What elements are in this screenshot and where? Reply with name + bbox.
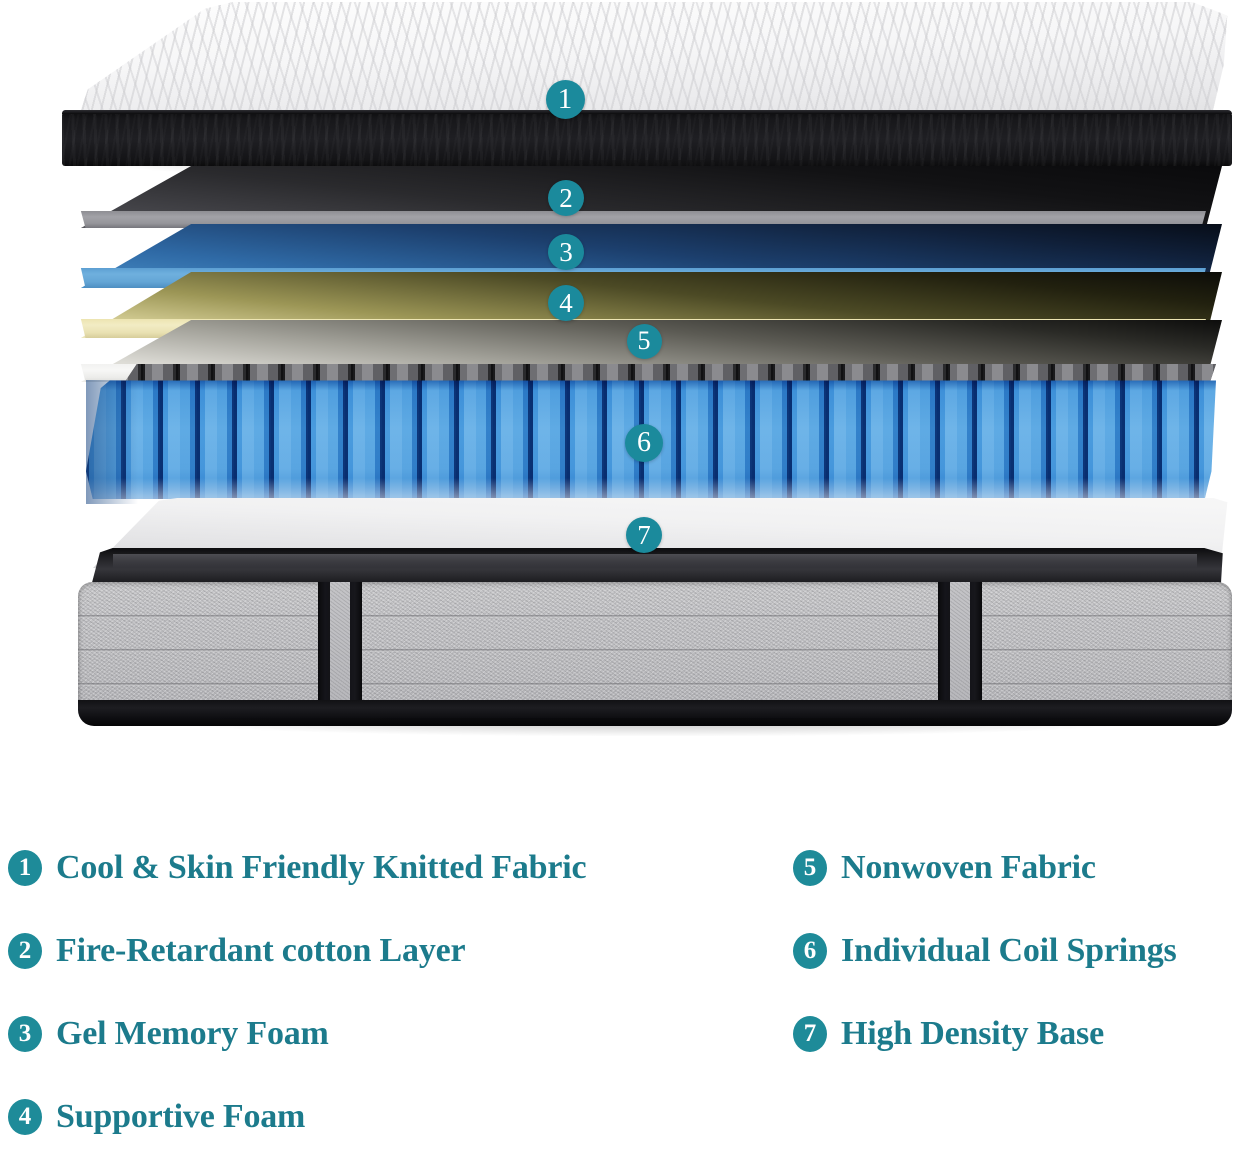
legend-label-6: Individual Coil Springs	[841, 931, 1177, 969]
callout-badge-7: 7	[626, 517, 662, 553]
legend-item-7: 7 High Density Base	[793, 992, 1236, 1075]
legend-badge-5: 5	[793, 849, 827, 886]
base-bottom-piping	[78, 700, 1232, 726]
base-ground-shadow	[150, 718, 1160, 736]
legend-label-7: High Density Base	[841, 1014, 1104, 1052]
layer-legend: 1 Cool & Skin Friendly Knitted Fabric 2 Fir…	[0, 826, 1236, 1135]
layer-1-knitted-fabric-top	[62, 2, 1232, 114]
callout-badge-3: 3	[548, 234, 584, 270]
coil-left-shading	[86, 380, 138, 504]
callout-badge-1: 1	[545, 79, 585, 119]
legend-badge-6: 6	[793, 932, 827, 969]
legend-badge-3: 3	[8, 1015, 42, 1052]
base-seam	[78, 615, 1232, 618]
knitted-fabric-surface	[79, 2, 1228, 114]
callout-badge-5: 5	[626, 323, 662, 359]
legend-badge-4: 4	[8, 1098, 42, 1135]
legend-item-2: 2 Fire-Retardant cotton Layer	[8, 909, 768, 992]
legend-badge-2: 2	[8, 932, 42, 969]
legend-label-5: Nonwoven Fabric	[841, 848, 1096, 886]
legend-badge-7: 7	[793, 1015, 827, 1052]
legend-label-2: Fire-Retardant cotton Layer	[56, 931, 466, 969]
coil-top-caps	[123, 364, 1216, 384]
legend-item-6: 6 Individual Coil Springs	[793, 909, 1236, 992]
legend-label-3: Gel Memory Foam	[56, 1014, 329, 1052]
legend-item-4: 4 Supportive Foam	[8, 1075, 768, 1158]
legend-column-right: 5 Nonwoven Fabric 6 Individual Coil Springs…	[793, 826, 1236, 1075]
callout-badge-2: 2	[548, 180, 584, 216]
base-seam	[78, 649, 1232, 652]
base-handle-panel	[938, 582, 982, 718]
base-seam	[78, 683, 1232, 686]
legend-column-left: 1 Cool & Skin Friendly Knitted Fabric 2 Fir…	[8, 826, 768, 1158]
callout-badge-6: 6	[625, 424, 663, 462]
legend-item-3: 3 Gel Memory Foam	[8, 992, 768, 1075]
layer-2-fire-retardant-cotton	[74, 166, 1222, 228]
legend-badge-1: 1	[8, 849, 42, 886]
mattress-layer-diagram: 1 2 3 4 5 6 7	[62, 2, 1232, 736]
base-gray-fabric-side	[78, 582, 1232, 718]
legend-label-4: Supportive Foam	[56, 1097, 306, 1135]
callout-badge-4: 4	[548, 285, 584, 321]
layer-1-black-side-band	[62, 110, 1232, 166]
legend-label-1: Cool & Skin Friendly Knitted Fabric	[56, 848, 587, 886]
base-handle-panel	[318, 582, 362, 718]
layer-2-front-edge	[80, 211, 1206, 228]
legend-item-5: 5 Nonwoven Fabric	[793, 826, 1236, 909]
legend-item-1: 1 Cool & Skin Friendly Knitted Fabric	[8, 826, 768, 909]
